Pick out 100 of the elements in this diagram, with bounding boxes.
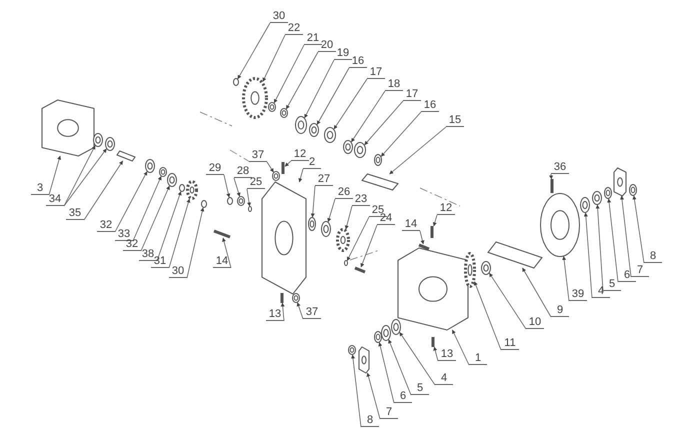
callout-number: 17 <box>403 88 421 101</box>
leader-line <box>64 148 107 206</box>
leader-line <box>432 214 438 226</box>
callout-number: 6 <box>618 269 636 282</box>
leader-line <box>632 196 644 264</box>
callout-number: 13 <box>438 348 456 361</box>
callout-number: 8 <box>361 414 379 427</box>
leader-line <box>222 238 232 268</box>
leader-line <box>310 186 316 218</box>
bearing <box>167 173 177 187</box>
callout-number: 24 <box>377 212 395 225</box>
bolt <box>432 337 434 347</box>
callout-number: 35 <box>66 207 84 220</box>
callout-number: 16 <box>421 99 439 112</box>
bolt <box>213 230 231 238</box>
snap-ring <box>374 154 382 166</box>
bearing <box>145 159 155 173</box>
callout-number: 27 <box>315 173 333 186</box>
callout-number: 4 <box>592 285 610 298</box>
callout-number: 11 <box>501 337 519 350</box>
washer <box>344 260 348 266</box>
snap-ring <box>201 200 207 208</box>
leader-line <box>266 162 274 172</box>
leader-line <box>607 198 618 282</box>
nut <box>348 345 356 355</box>
leader-line <box>433 346 438 362</box>
leader-line <box>452 330 470 366</box>
bell-housing <box>398 247 468 331</box>
bearing <box>321 221 331 237</box>
leader-line <box>489 272 526 330</box>
leader-line <box>344 206 352 230</box>
bolt <box>550 179 554 193</box>
nut <box>629 184 637 196</box>
callout-number: 8 <box>644 250 662 263</box>
callout-number: 13 <box>266 308 284 321</box>
nut <box>292 293 300 303</box>
lever-arm <box>614 167 626 197</box>
washer <box>374 331 382 343</box>
callout-number: 28 <box>234 165 252 178</box>
nut <box>227 197 233 205</box>
callout-number: 18 <box>385 78 403 91</box>
leader-line <box>620 196 632 278</box>
callout-number: 4 <box>435 372 453 385</box>
washer <box>93 133 103 147</box>
gear <box>464 252 476 288</box>
callout-number: 7 <box>631 264 649 277</box>
leader-line <box>584 212 592 298</box>
callout-number: 39 <box>569 288 587 301</box>
leader-line <box>596 204 604 292</box>
callout-number: 14 <box>213 255 231 268</box>
leader-line <box>234 178 240 197</box>
leader-line <box>246 188 252 206</box>
leader-line <box>224 174 230 198</box>
gear <box>186 180 198 200</box>
callout-number: 21 <box>304 32 322 45</box>
leader-line <box>186 207 204 278</box>
callout-number: 17 <box>367 66 385 79</box>
callout-number: 36 <box>551 161 569 174</box>
leader-line <box>399 332 436 386</box>
callout-number: 6 <box>394 390 412 403</box>
callout-number: 37 <box>249 149 267 162</box>
leader-line <box>388 339 412 396</box>
nut <box>272 171 280 181</box>
bolt <box>280 293 284 303</box>
washer <box>295 116 307 134</box>
leader-line <box>237 22 270 80</box>
callout-number: 12 <box>291 148 309 161</box>
callout-number: 32 <box>97 219 115 232</box>
callout-number: 3 <box>31 182 49 195</box>
leader-line <box>64 145 96 206</box>
callout-number: 19 <box>334 47 352 60</box>
callout-number: 1 <box>469 352 487 365</box>
leader-line <box>132 176 162 242</box>
spacer <box>343 140 353 154</box>
shaft <box>487 241 543 269</box>
callout-number: 23 <box>352 193 370 206</box>
callout-number: 10 <box>526 316 544 329</box>
washer <box>179 184 185 192</box>
leader-line <box>274 44 304 104</box>
bearing <box>324 127 336 143</box>
leader-line <box>351 90 386 142</box>
callout-number: 16 <box>349 55 367 68</box>
callout-number: 29 <box>206 162 224 175</box>
callout-number: 5 <box>603 278 621 291</box>
bolt <box>282 162 284 174</box>
callout-number: 26 <box>335 186 353 199</box>
callout-number: 20 <box>318 39 336 52</box>
pin <box>354 266 366 274</box>
leader-line <box>296 302 304 320</box>
snap-ring <box>381 325 391 341</box>
leader-line <box>48 156 62 196</box>
callout-number: 34 <box>46 193 64 206</box>
leader-line <box>351 354 362 428</box>
callout-number: 12 <box>437 202 455 215</box>
bearing <box>580 197 590 213</box>
leader-line <box>140 186 170 252</box>
leader-line <box>380 112 422 157</box>
leader-line <box>549 174 554 180</box>
lever-arm <box>358 346 370 374</box>
leader-line <box>262 34 286 82</box>
